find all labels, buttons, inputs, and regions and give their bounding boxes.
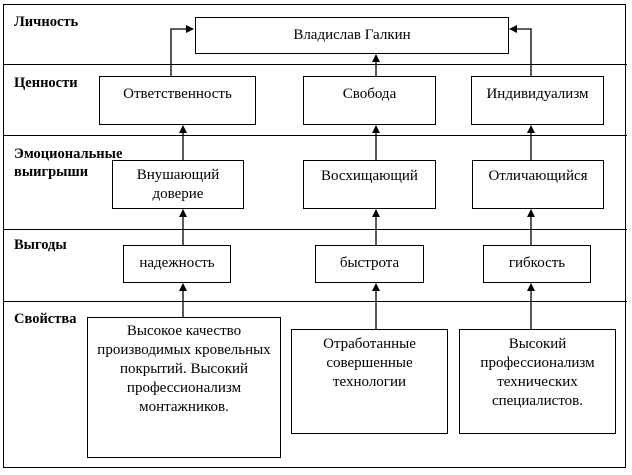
row-label-properties: Свойства <box>14 311 77 327</box>
benefit-label: гибкость <box>508 255 566 271</box>
arrow-right <box>509 25 532 76</box>
row-label-personality: Личность <box>14 14 79 30</box>
arrow-left <box>170 25 194 76</box>
property-box: Высокий профессионализм технических спец… <box>459 329 616 434</box>
emotional-label: Восхищающий <box>321 168 418 184</box>
benefit-label: быстрота <box>339 255 400 271</box>
row-divider <box>3 301 627 302</box>
emotional-box: Внушающий доверие <box>112 160 244 209</box>
personality-name: Владислав Галкин <box>293 27 411 43</box>
property-box: Высокое качество производимых кровельных… <box>87 317 281 458</box>
value-box: Ответственность <box>99 76 256 125</box>
value-label: Индивидуализм <box>486 86 589 102</box>
row-divider <box>3 135 627 136</box>
value-label: Свобода <box>342 86 397 102</box>
value-box: Свобода <box>303 76 436 125</box>
row-label-emotional: Эмоциональные выигрыши <box>14 146 123 180</box>
emotional-label: Отличающийся <box>488 168 588 184</box>
row-divider <box>3 64 627 65</box>
emotional-label: Внушающий доверие <box>136 167 220 202</box>
emotional-box: Восхищающий <box>303 160 436 209</box>
row-label-benefits: Выгоды <box>14 237 67 253</box>
row-label-values: Ценности <box>14 75 78 91</box>
emotional-box: Отличающийся <box>472 160 604 209</box>
benefit-box: быстрота <box>315 245 424 283</box>
property-text: Отработанные совершенные технологии <box>323 336 416 390</box>
benefit-box: гибкость <box>483 245 591 283</box>
property-box: Отработанные совершенные технологии <box>291 329 448 434</box>
benefit-box: надежность <box>123 245 231 283</box>
value-box: Индивидуализм <box>471 76 604 125</box>
benefit-label: надежность <box>139 255 215 271</box>
row-divider <box>3 229 627 230</box>
diagram-frame <box>3 4 626 468</box>
property-text: Высокое качество производимых кровельных… <box>97 323 271 415</box>
personality-box: Владислав Галкин <box>195 17 509 54</box>
value-label: Ответственность <box>123 86 232 102</box>
property-text: Высокий профессионализм технических спец… <box>480 336 595 409</box>
